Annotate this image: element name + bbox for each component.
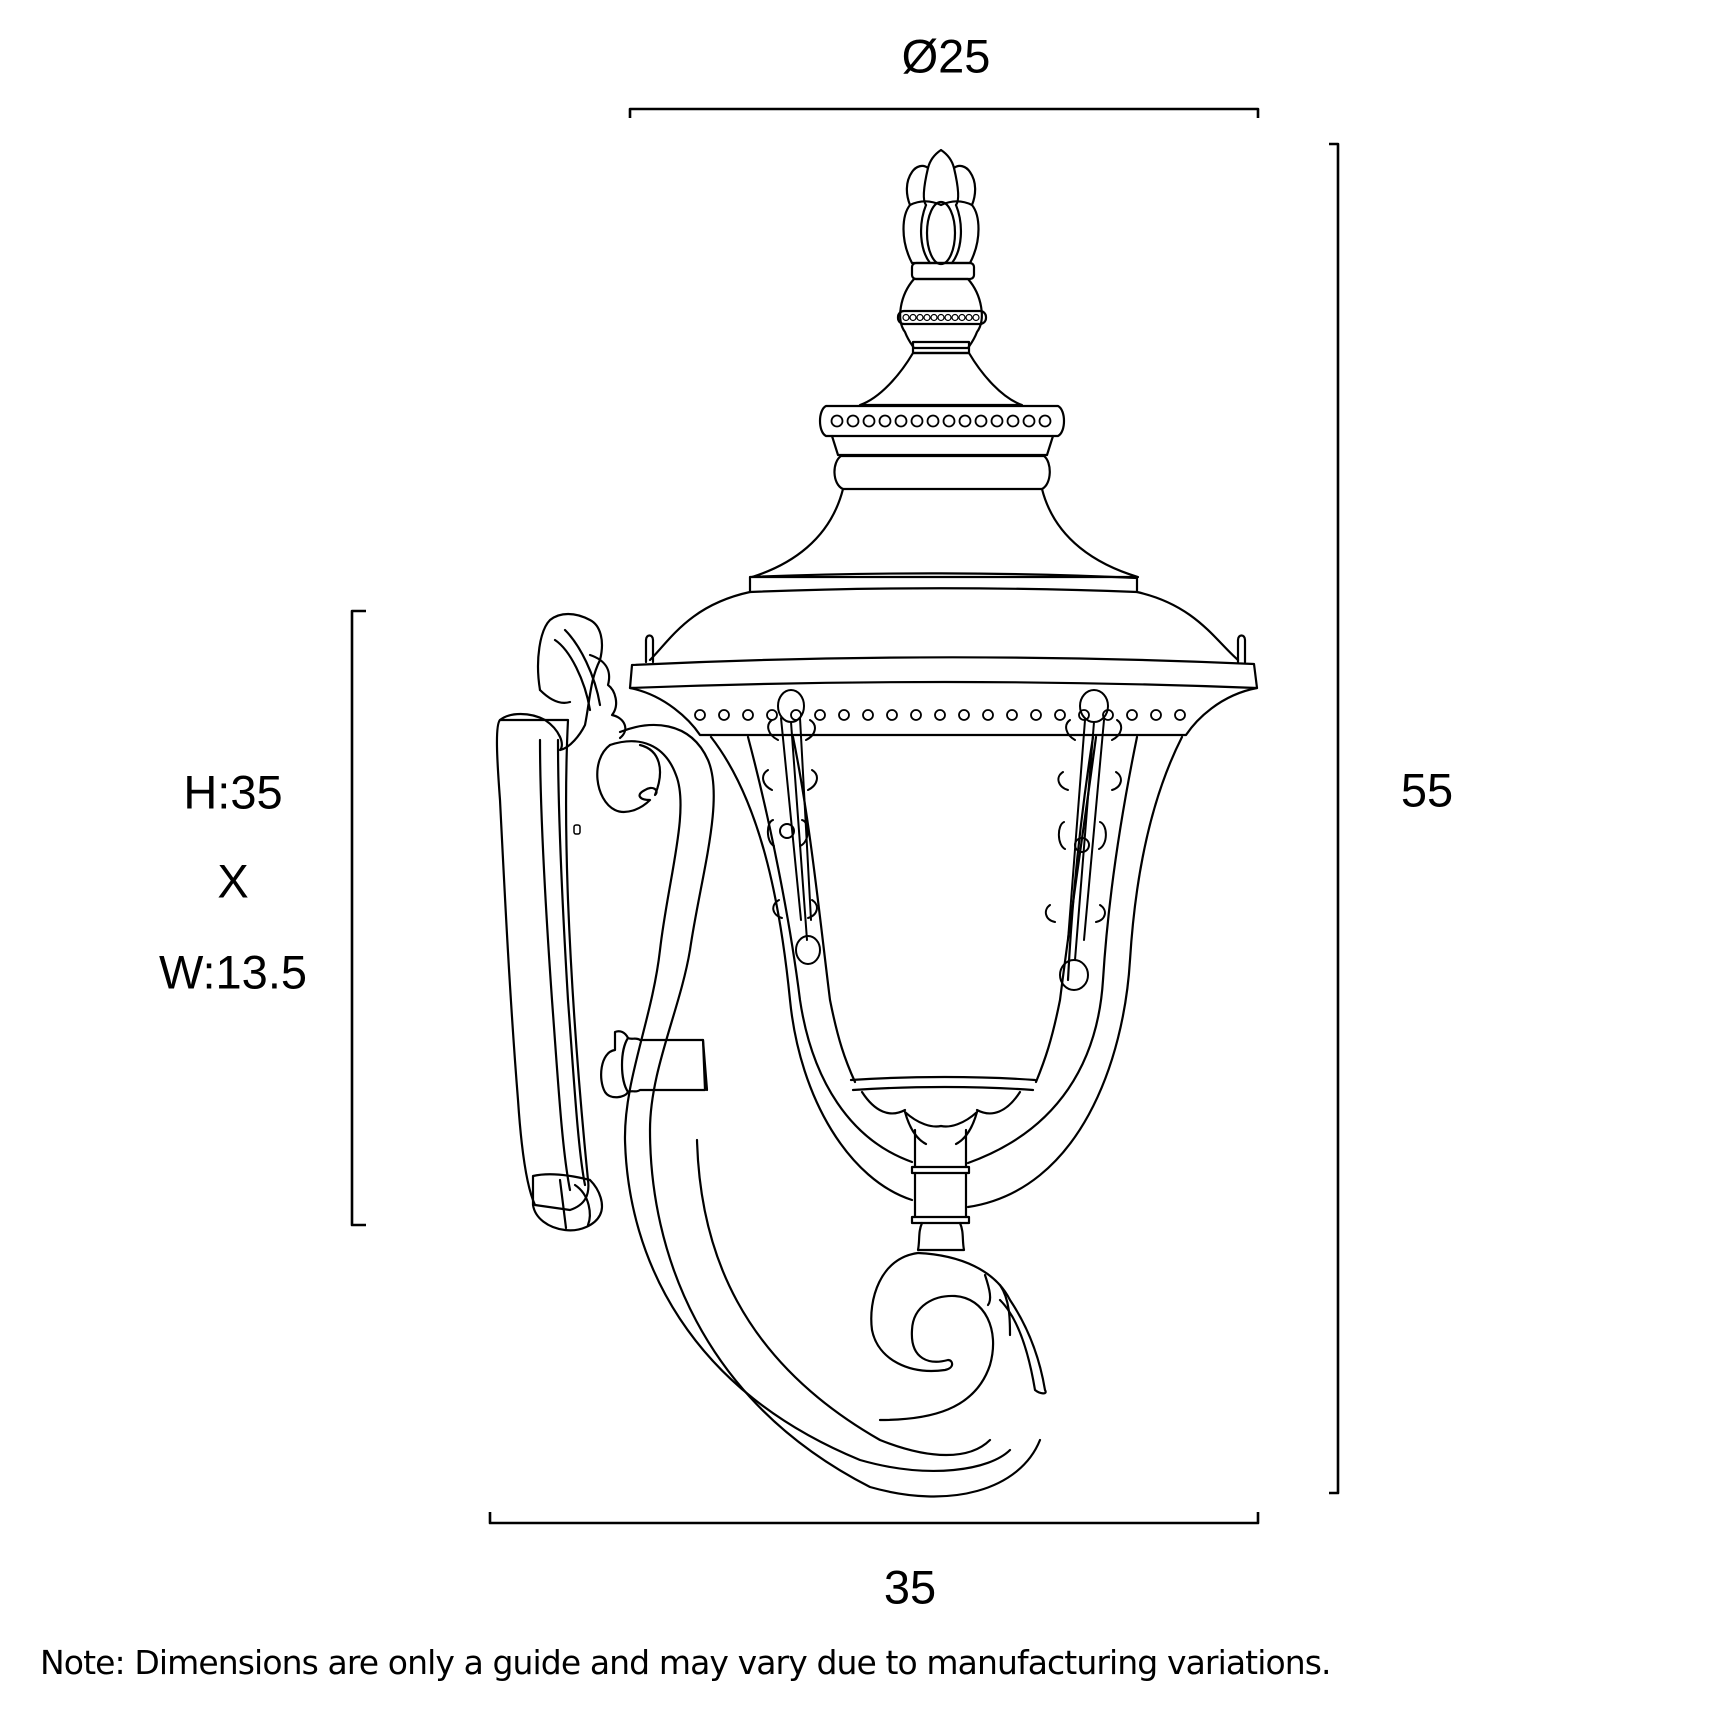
right-hook — [1236, 634, 1247, 664]
outer-frame-left — [709, 735, 914, 1202]
right-height-bracket — [1329, 142, 1340, 1495]
disclaimer-note: Note: Dimensions are only a guide and ma… — [40, 1643, 1332, 1682]
backplate-bottom-foot — [531, 1173, 604, 1232]
lower-beaded-band — [628, 686, 1259, 737]
backplate-separator-label: X — [217, 854, 249, 908]
main-dome — [750, 487, 1140, 579]
right-ornament — [1044, 689, 1123, 991]
backplate-top-leaf — [498, 612, 604, 752]
upper-beaded-ring — [818, 404, 1066, 438]
overall-depth-label: 35 — [883, 1560, 937, 1614]
bottom-depth-bracket — [488, 1512, 1260, 1525]
backplate-screw — [573, 824, 581, 835]
cup-scallops — [860, 1090, 1022, 1146]
upper-bead-row — [830, 414, 1052, 428]
outer-frame-right — [966, 735, 1184, 1209]
inner-frame-right-2 — [1066, 735, 1095, 982]
lantern-body — [709, 735, 1184, 1209]
dimension-brackets — [350, 107, 1340, 1525]
finial-bead-row — [902, 313, 980, 322]
arm-inner — [608, 740, 1012, 1473]
left-backplate-bracket — [350, 609, 366, 1227]
bottom-scroll — [870, 1251, 1047, 1422]
bottom-post — [910, 1128, 971, 1252]
arm-clamp — [600, 1030, 709, 1099]
brim-plate — [628, 656, 1259, 690]
finial — [896, 148, 988, 355]
inner-frame-left — [746, 735, 914, 1164]
backplate-height-label: H:35 — [183, 765, 283, 819]
arm-center — [695, 1138, 992, 1457]
brim-curve — [648, 590, 1240, 662]
support-arm — [596, 723, 1042, 1498]
cup-band — [849, 1075, 1037, 1092]
arm-outer — [618, 723, 1042, 1498]
top-diameter-label: Ø25 — [901, 29, 991, 83]
left-hook — [644, 634, 655, 664]
left-ornament — [762, 689, 821, 965]
wall-backplate — [495, 612, 627, 1232]
arm-scroll-curl — [596, 743, 662, 814]
top-diameter-bracket — [628, 107, 1260, 118]
inner-frame-right — [966, 735, 1139, 1165]
backplate-outer — [495, 718, 590, 1212]
backplate-width-label: W:13.5 — [158, 945, 308, 999]
upper-roof — [628, 351, 1259, 737]
overall-height-label: 55 — [1400, 763, 1454, 817]
glass-left — [791, 735, 857, 1084]
lower-bead-row — [694, 709, 1186, 721]
